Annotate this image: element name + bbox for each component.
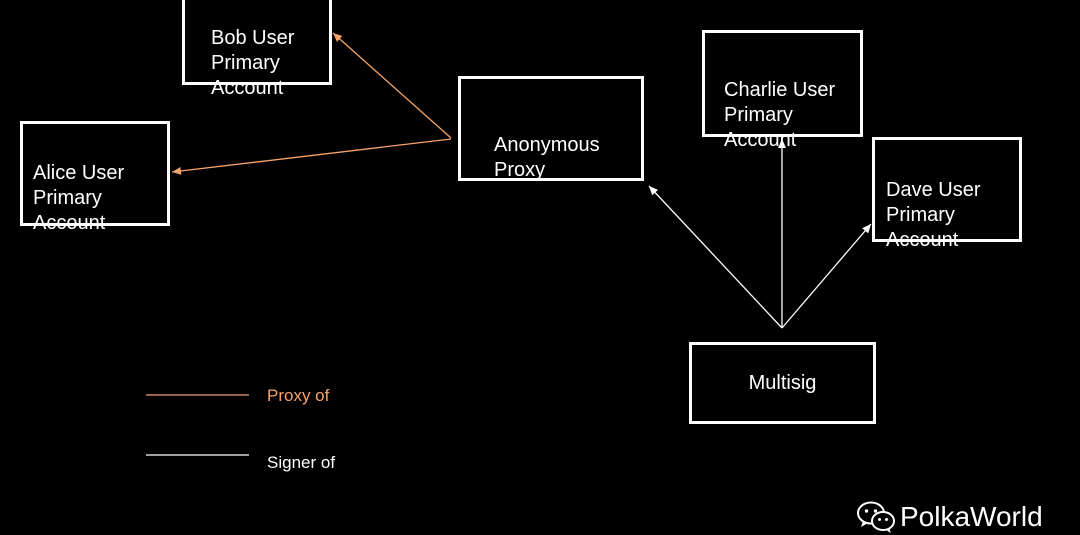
- node-multisig: Multisig: [689, 342, 876, 424]
- node-multisig-label: Multisig: [748, 371, 817, 394]
- node-alice-user-primary-account: Alice User Primary Account: [20, 121, 170, 234]
- edge-proxy-to-alice: [171, 138, 452, 175]
- node-dave-user-primary-account: Dave User Primary Account: [872, 137, 1022, 251]
- node-bob-user-primary-account: Bob User Primary Account: [182, 0, 332, 99]
- legend-signer-label: Signer of: [267, 453, 336, 472]
- node-dave-label: Dave User Primary Account: [886, 179, 981, 251]
- node-charlie-user-primary-account: Charlie User Primary Account: [702, 30, 863, 151]
- watermark-text: PolkaWorld: [900, 501, 1043, 532]
- wechat-icon: [857, 501, 895, 533]
- node-bob-label: Bob User Primary Account: [211, 27, 295, 99]
- legend-proxy-label: Proxy of: [267, 386, 330, 405]
- edge-proxy-to-bob: [332, 32, 452, 139]
- edge-multisig-to-proxy: [648, 185, 783, 329]
- polkaworld-watermark: PolkaWorld: [856, 500, 1043, 534]
- node-charlie-label: Charlie User Primary Account: [724, 79, 836, 151]
- node-anonymous-proxy-label: Anonymous Proxy: [494, 134, 600, 181]
- node-anonymous-proxy: Anonymous Proxy: [458, 76, 644, 181]
- node-alice-label: Alice User Primary Account: [33, 162, 125, 234]
- edge-multisig-to-dave: [781, 223, 872, 329]
